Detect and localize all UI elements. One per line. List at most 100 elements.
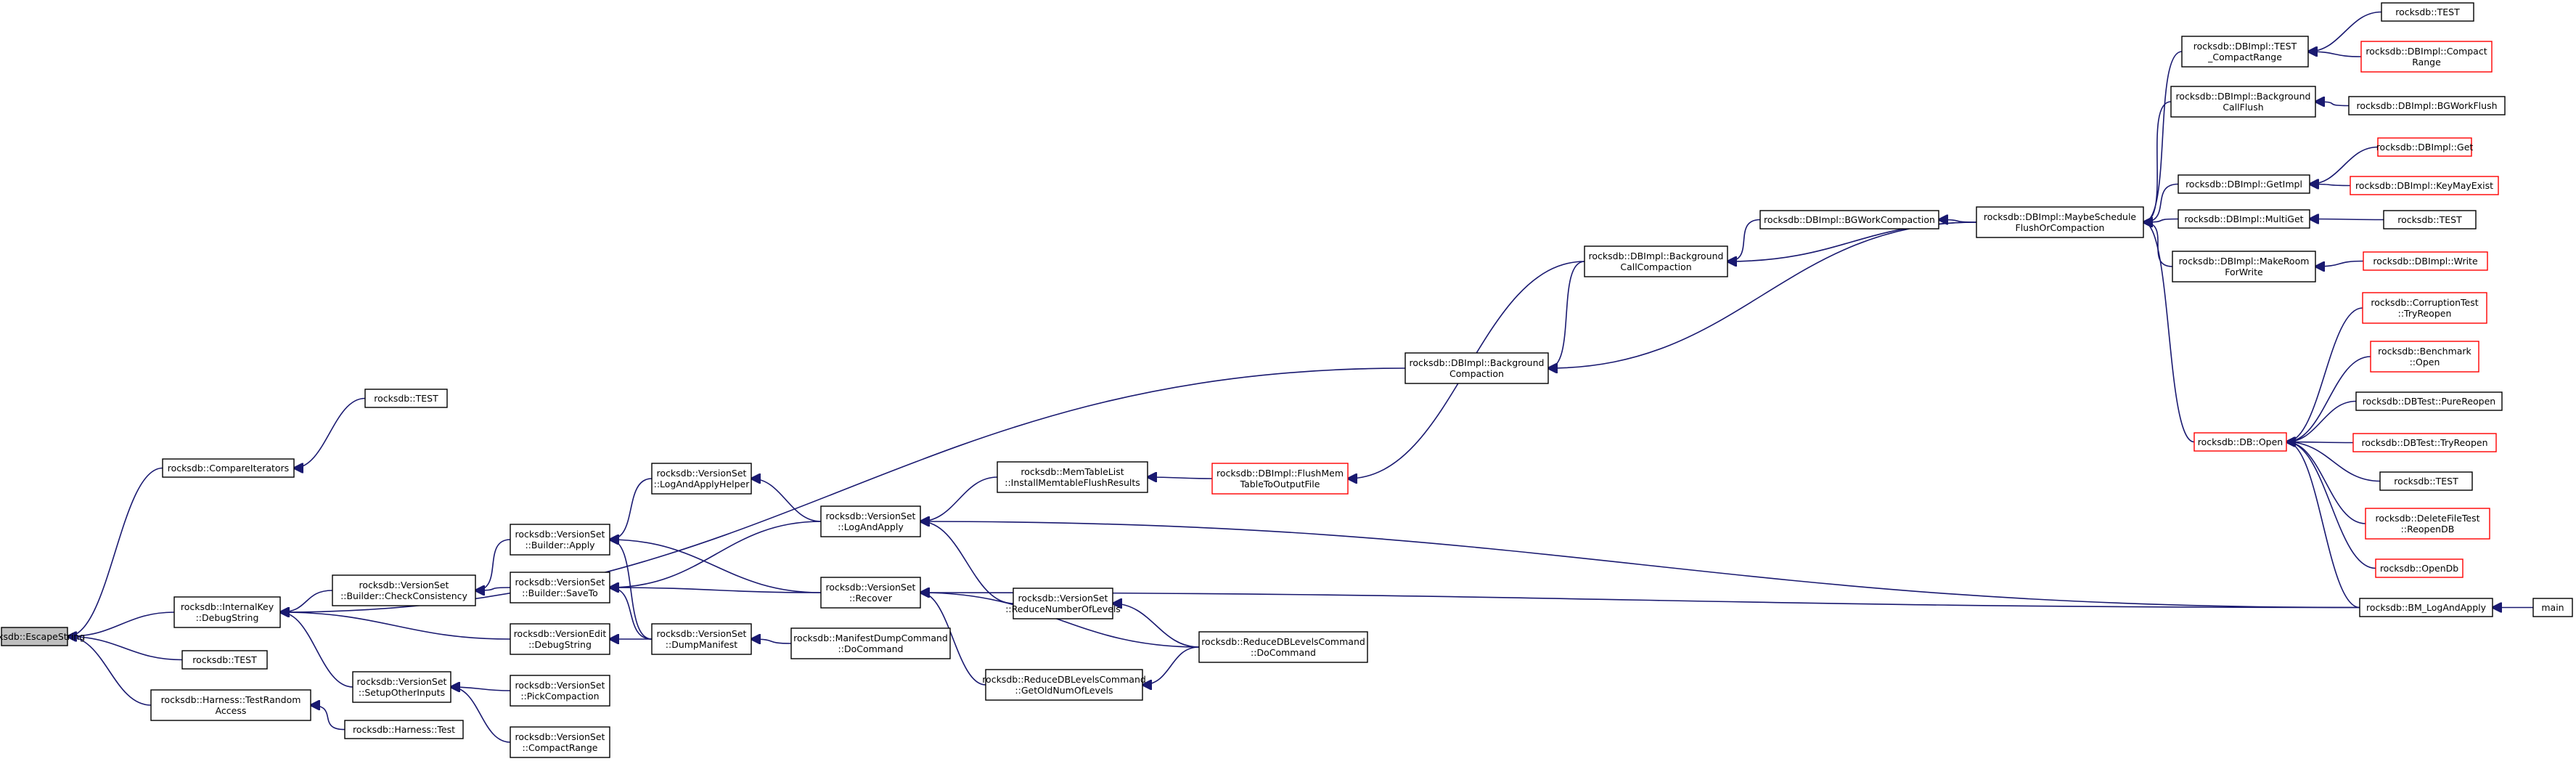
node-dbi-compactrange[interactable]: rocksdb::DBImpl::CompactRange: [2360, 41, 2493, 73]
node-vs-logapply[interactable]: rocksdb::VersionSet::LogAndApply: [820, 505, 921, 537]
node-harness-test[interactable]: rocksdb::Harness::Test: [344, 720, 464, 739]
node-rdb-do[interactable]: rocksdb::ReduceDBLevelsCommand::DoComman…: [1198, 631, 1368, 663]
node-box: [332, 574, 476, 606]
edge-dbi-bgcallflush-to-dbi-maybe: [2143, 101, 2172, 222]
node-label: Access: [216, 705, 247, 716]
node-dbi-bgworkcomp[interactable]: rocksdb::DBImpl::BGWorkCompaction: [1759, 210, 1939, 229]
node-label: rocksdb::DBImpl::Compact: [2366, 46, 2487, 57]
edge-dbi-test-cr-to-dbi-maybe: [2143, 51, 2183, 222]
edge-vs-recover-to-vs-bsaveto: [610, 588, 822, 593]
node-dbtest-pure[interactable]: rocksdb::DBTest::PureReopen: [2355, 391, 2503, 411]
node-label: rocksdb::VersionSet: [826, 582, 916, 593]
node-main[interactable]: main: [2532, 598, 2573, 617]
node-vs-reducelevels[interactable]: rocksdb::VersionSet::ReduceNumberOfLevel…: [1005, 588, 1121, 619]
edge-db-open-to-dbi-maybe: [2143, 222, 2195, 443]
node-test-d[interactable]: rocksdb::TEST: [2383, 210, 2477, 229]
node-ve-debug[interactable]: rocksdb::VersionEdit::DebugString: [510, 623, 610, 655]
node-rdb-getold[interactable]: rocksdb::ReduceDBLevelsCommand::GetOldNu…: [982, 669, 1146, 701]
node-label: rocksdb::MemTableList: [1021, 466, 1124, 477]
edge-dbi-write-to-dbi-makeroom: [2315, 260, 2364, 267]
node-vs-pickcomp[interactable]: rocksdb::VersionSet::PickCompaction: [510, 675, 610, 707]
node-label: rocksdb::DBImpl::BGWorkFlush: [2356, 100, 2497, 111]
node-label: ::LogAndApply: [838, 521, 904, 532]
node-box: [2532, 598, 2573, 617]
node-dbi-bgworkflush[interactable]: rocksdb::DBImpl::BGWorkFlush: [2348, 96, 2506, 115]
node-escape[interactable]: rocksdb::EscapeString: [0, 627, 85, 646]
node-dbi-flushmem[interactable]: rocksdb::DBImpl::FlushMemTableToOutputFi…: [1211, 463, 1349, 495]
node-label: ::DebugString: [528, 639, 592, 650]
node-dbi-multiget[interactable]: rocksdb::DBImpl::MultiGet: [2178, 209, 2310, 229]
node-vs-bapply[interactable]: rocksdb::VersionSet::Builder::Apply: [510, 524, 610, 556]
edge-dbi-maybe-to-dbi-bgworkcomp: [1939, 220, 1977, 223]
edge-opendb-to-db-open: [2286, 442, 2376, 569]
node-dbi-write[interactable]: rocksdb::DBImpl::Write: [2363, 251, 2488, 271]
node-vs-bsaveto[interactable]: rocksdb::VersionSet::Builder::SaveTo: [510, 572, 610, 604]
node-test-b[interactable]: rocksdb::TEST: [181, 650, 268, 670]
node-box: [1013, 588, 1113, 619]
edge-test-e-to-db-open: [2286, 442, 2381, 482]
edge-rdb-getold-to-vs-recover: [920, 593, 986, 686]
node-dbi-get[interactable]: rocksdb::DBImpl::Get: [2376, 137, 2474, 157]
node-cmpiter[interactable]: rocksdb::CompareIterators: [162, 458, 295, 478]
node-vs-lahelper[interactable]: rocksdb::VersionSet::LogAndApplyHelper: [651, 463, 752, 495]
node-label: rocksdb::DBImpl::MaybeSchedule: [1984, 211, 2137, 222]
node-label: ::Recover: [849, 593, 893, 604]
edge-dbi-bgworkflush-to-dbi-bgcallflush: [2315, 102, 2350, 106]
node-dbtest-try[interactable]: rocksdb::DBTest::TryReopen: [2352, 433, 2497, 452]
node-box: [2360, 41, 2493, 73]
node-label: ::TryReopen: [2398, 308, 2452, 319]
node-test-c[interactable]: rocksdb::TEST: [2381, 2, 2474, 22]
node-label: rocksdb::VersionSet: [657, 628, 747, 639]
node-ikdebug[interactable]: rocksdb::InternalKey::DebugString: [173, 596, 281, 628]
node-vs-setupother[interactable]: rocksdb::VersionSet::SetupOtherInputs: [352, 671, 451, 703]
node-corrupt-reopen[interactable]: rocksdb::CorruptionTest::TryReopen: [2362, 292, 2487, 324]
node-box: [2379, 471, 2473, 491]
node-box: [1211, 463, 1349, 495]
node-vs-dump[interactable]: rocksdb::VersionSet::DumpManifest: [651, 623, 752, 655]
node-box: [820, 505, 921, 537]
node-label: ::PickCompaction: [520, 691, 599, 702]
node-label: rocksdb::DBTest::TryReopen: [2361, 437, 2487, 448]
node-test-e[interactable]: rocksdb::TEST: [2379, 471, 2473, 491]
node-box: [2352, 433, 2497, 452]
node-label: rocksdb::BM_LogAndApply: [2366, 602, 2487, 613]
node-dbi-keymayexist[interactable]: rocksdb::DBImpl::KeyMayExist: [2350, 176, 2499, 195]
node-box: [510, 675, 610, 707]
node-test-a[interactable]: rocksdb::TEST: [364, 389, 448, 408]
edge-dbi-bgcomp-to-ikdebug: [280, 367, 1406, 612]
node-vs-checkcons[interactable]: rocksdb::VersionSet::Builder::CheckConsi…: [332, 574, 476, 606]
node-label: rocksdb::TEST: [192, 654, 257, 665]
node-bm-logapply[interactable]: rocksdb::BM_LogAndApply: [2359, 598, 2493, 617]
node-label: rocksdb::DBImpl::Get: [2376, 142, 2474, 153]
node-label: rocksdb::Harness::TestRandom: [161, 694, 301, 705]
node-dbi-getimpl[interactable]: rocksdb::DBImpl::GetImpl: [2178, 174, 2310, 194]
node-bench-open[interactable]: rocksdb::Benchmark::Open: [2370, 341, 2479, 373]
node-vs-comprange[interactable]: rocksdb::VersionSet::CompactRange: [510, 726, 610, 758]
node-box: [790, 627, 951, 659]
node-mdc-do[interactable]: rocksdb::ManifestDumpCommand::DoCommand: [790, 627, 951, 659]
node-label: rocksdb::DBImpl::MultiGet: [2184, 214, 2303, 224]
node-opendb[interactable]: rocksdb::OpenDb: [2375, 558, 2463, 578]
node-box: [2178, 209, 2310, 229]
node-dbi-bgcallcomp[interactable]: rocksdb::DBImpl::BackgroundCallCompactio…: [1584, 245, 1728, 277]
edge-dbi-compactrange-to-dbi-test-cr: [2308, 52, 2362, 57]
edge-vs-bsaveto-to-vs-checkcons: [475, 588, 511, 590]
node-delfile-reopen[interactable]: rocksdb::DeleteFileTest::ReopenDB: [2365, 508, 2490, 540]
edge-vs-comprange-to-vs-setupother: [451, 687, 511, 743]
node-dbi-test-cr[interactable]: rocksdb::DBImpl::TEST_CompactRange: [2181, 36, 2309, 68]
node-box: [162, 458, 295, 478]
node-label: ::LogAndApplyHelper: [654, 479, 751, 489]
node-label: rocksdb::DBImpl::Write: [2373, 256, 2478, 267]
node-db-open[interactable]: rocksdb::DB::Open: [2193, 432, 2287, 452]
node-mtl-install[interactable]: rocksdb::MemTableList::InstallMemtableFl…: [997, 461, 1148, 493]
node-box: [820, 577, 921, 609]
node-vs-recover[interactable]: rocksdb::VersionSet::Recover: [820, 577, 921, 609]
edge-mtl-install-to-vs-logapply: [920, 476, 998, 521]
node-dbi-maybe[interactable]: rocksdb::DBImpl::MaybeScheduleFlushOrCom…: [1976, 206, 2144, 238]
node-box: [2381, 2, 2474, 22]
